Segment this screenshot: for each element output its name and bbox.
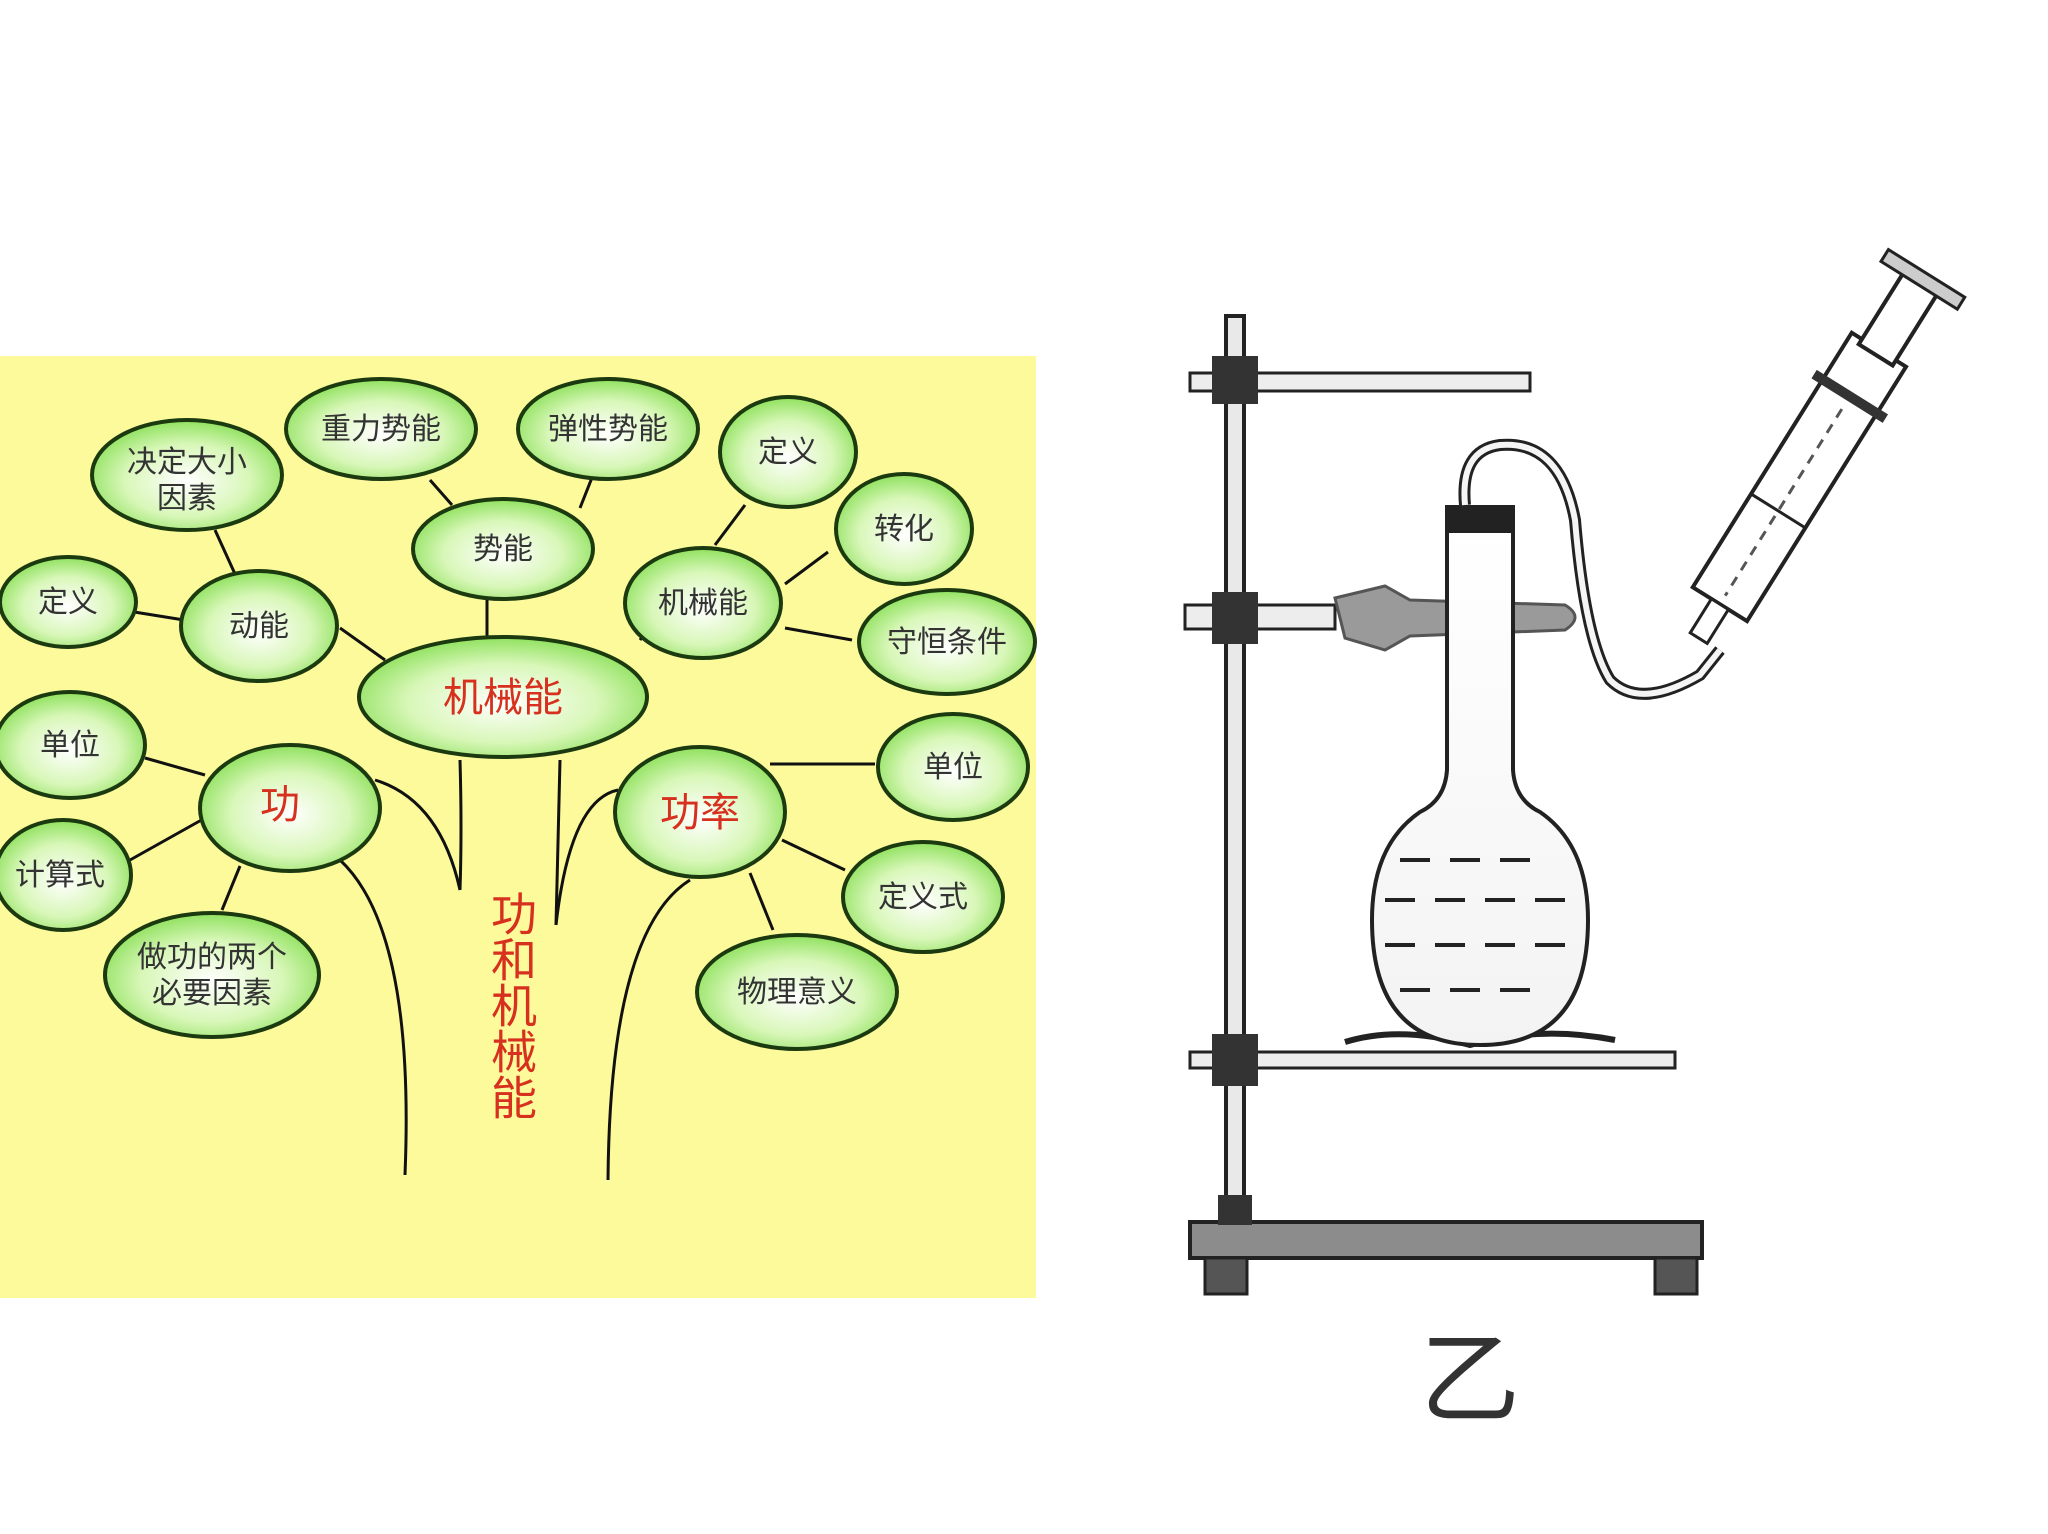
lab-apparatus	[1183, 247, 1967, 1296]
syringe	[1688, 247, 1967, 646]
flask	[1369, 528, 1591, 1048]
label-mech-conserve: 守恒条件	[887, 625, 1007, 660]
label-potential: 势能	[473, 532, 533, 567]
label-kinetic-factors-2: 因素	[157, 481, 217, 516]
stand-foot-right	[1653, 1256, 1699, 1296]
node-mech-def	[718, 395, 858, 509]
liquid-dashes	[1385, 858, 1565, 992]
node-kinetic-def	[0, 555, 138, 649]
label-work-factors-2: 必要因素	[152, 976, 272, 1011]
node-power-unit	[876, 712, 1030, 822]
top-arm	[1188, 371, 1532, 393]
label-mech-convert: 转化	[874, 512, 934, 547]
node-mech-conserve	[857, 588, 1037, 696]
label-work-unit: 单位	[40, 728, 100, 763]
node-power	[613, 745, 787, 879]
lower-clamp	[1212, 1034, 1258, 1086]
node-kinetic-factors	[90, 418, 284, 532]
node-potential	[411, 497, 595, 601]
label-kinetic: 动能	[229, 609, 289, 644]
stopper	[1445, 505, 1515, 533]
label-power: 功率	[660, 790, 740, 836]
label-work: 功	[260, 782, 300, 828]
label-mech-def: 定义	[758, 435, 818, 470]
node-work-unit	[0, 690, 147, 800]
label-kinetic-def: 定义	[38, 585, 98, 620]
label-gravity-pe: 重力势能	[321, 412, 441, 447]
label-work-formula: 计算式	[15, 858, 105, 893]
label-root: 机械能	[443, 675, 563, 721]
stand-rod	[1224, 314, 1246, 1228]
node-mech-convert	[834, 472, 974, 586]
lower-arm	[1188, 1050, 1677, 1070]
label-elastic-pe: 弹性势能	[548, 412, 668, 447]
tree-title: 功和机械能	[484, 890, 538, 1120]
node-work	[198, 743, 382, 873]
mind-map-labels: 决定大小 因素 重力势能 弹性势能 定义 定义 势能 转化 动能 机械能 守恒条…	[15, 412, 1007, 1011]
node-work-factors	[103, 911, 321, 1039]
label-power-def: 定义式	[878, 880, 968, 915]
node-power-def	[841, 840, 1005, 954]
base-clamp	[1218, 1195, 1252, 1225]
middle-arm	[1183, 603, 1337, 631]
label-work-factors-1: 做功的两个	[137, 940, 287, 975]
top-clamp	[1212, 356, 1258, 404]
stand-foot-left	[1203, 1256, 1249, 1296]
middle-clamp	[1212, 592, 1258, 644]
node-root	[357, 635, 649, 759]
node-kinetic	[179, 569, 339, 683]
node-gravity-pe	[284, 377, 478, 481]
node-elastic-pe	[516, 377, 700, 481]
label-power-unit: 单位	[923, 750, 983, 785]
label-kinetic-factors-1: 决定大小	[127, 445, 247, 480]
label-power-meaning: 物理意义	[737, 975, 857, 1010]
node-power-meaning	[695, 933, 899, 1051]
mind-map-bubbles	[0, 377, 1037, 1051]
stand-base	[1188, 1220, 1704, 1260]
apparatus-caption: 乙	[1420, 1321, 1520, 1438]
node-work-formula	[0, 818, 133, 932]
node-mech	[623, 546, 783, 660]
label-mech: 机械能	[658, 586, 748, 621]
